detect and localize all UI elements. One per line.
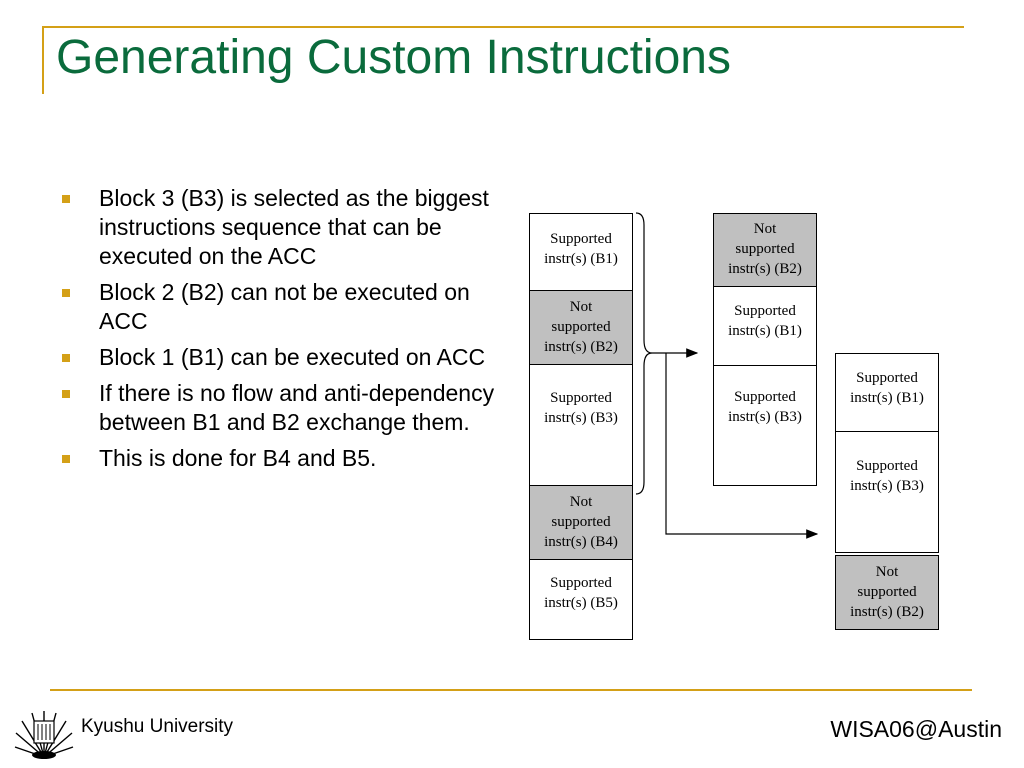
block-line: instr(s) (B1) — [728, 323, 802, 339]
block-line: Supported — [550, 575, 612, 591]
bullet-item: This is done for B4 and B5. — [62, 444, 502, 473]
block-line: supported — [857, 584, 917, 600]
bullet-item: Block 2 (B2) can not be executed on ACC — [62, 278, 502, 336]
block-box-unsupported: Not supported instr(s) (B2) — [713, 213, 817, 287]
block-box-unsupported: Not supported instr(s) (B2) — [529, 290, 633, 365]
footer-university-name: Kyushu University — [81, 716, 234, 737]
block-box: Supported instr(s) (B3) — [835, 431, 939, 553]
block-line: instr(s) (B5) — [544, 595, 618, 611]
bullet-square-icon — [62, 289, 70, 297]
block-line: Supported — [856, 458, 918, 474]
bullet-text: Block 2 (B2) can not be executed on ACC — [99, 279, 470, 334]
block-box: Supported instr(s) (B1) — [835, 353, 939, 432]
block-line: Supported — [550, 231, 612, 247]
bullet-item: Block 3 (B3) is selected as the biggest … — [62, 184, 502, 271]
block-line: Not — [569, 494, 593, 510]
block-line: Not — [875, 564, 899, 580]
block-box: Supported instr(s) (B3) — [713, 365, 817, 486]
block-line: Supported — [734, 303, 796, 319]
block-box-unsupported: Not supported instr(s) (B4) — [529, 485, 633, 560]
block-line: Supported — [856, 370, 918, 386]
grouping-brace — [635, 212, 653, 495]
bullet-square-icon — [62, 390, 70, 398]
block-line: instr(s) (B1) — [850, 390, 924, 406]
block-line: supported — [551, 319, 611, 335]
block-box: Supported instr(s) (B5) — [529, 559, 633, 640]
bullet-square-icon — [62, 354, 70, 362]
block-line: Supported — [550, 390, 612, 406]
bullet-item: Block 1 (B1) can be executed on ACC — [62, 343, 502, 372]
bullet-text: If there is no flow and anti-dependency … — [99, 380, 495, 435]
block-line: supported — [551, 514, 611, 530]
block-box-unsupported: Not supported instr(s) (B2) — [835, 555, 939, 630]
block-line: instr(s) (B3) — [850, 478, 924, 494]
block-line: Not — [569, 299, 593, 315]
slide-title: Generating Custom Instructions — [56, 31, 731, 84]
footer-rule — [50, 689, 972, 691]
bullet-square-icon — [62, 455, 70, 463]
bullet-text: This is done for B4 and B5. — [99, 445, 377, 471]
kyushu-university-logo-icon — [14, 711, 74, 759]
block-line: supported — [735, 241, 795, 257]
block-line: instr(s) (B2) — [850, 604, 924, 620]
block-line: Not — [753, 221, 777, 237]
block-line: instr(s) (B4) — [544, 534, 618, 550]
block-box: Supported instr(s) (B1) — [529, 213, 633, 291]
block-line: instr(s) (B1) — [544, 251, 618, 267]
block-box: Supported instr(s) (B3) — [529, 364, 633, 486]
bullet-item: If there is no flow and anti-dependency … — [62, 379, 502, 437]
block-box: Supported instr(s) (B1) — [713, 286, 817, 366]
block-line: instr(s) (B2) — [728, 261, 802, 277]
bullet-square-icon — [62, 195, 70, 203]
title-frame-horizontal-rule — [42, 26, 964, 28]
bullet-text: Block 1 (B1) can be executed on ACC — [99, 344, 486, 370]
bullet-text: Block 3 (B3) is selected as the biggest … — [99, 185, 489, 269]
block-line: Supported — [734, 389, 796, 405]
title-frame-vertical-rule — [42, 26, 44, 94]
footer-conference-label: WISA06@Austin — [830, 716, 1002, 742]
arrow-to-right-column — [665, 353, 819, 539]
block-line: instr(s) (B2) — [544, 339, 618, 355]
bullet-list: Block 3 (B3) is selected as the biggest … — [62, 184, 502, 480]
block-line: instr(s) (B3) — [728, 409, 802, 425]
block-line: instr(s) (B3) — [544, 410, 618, 426]
